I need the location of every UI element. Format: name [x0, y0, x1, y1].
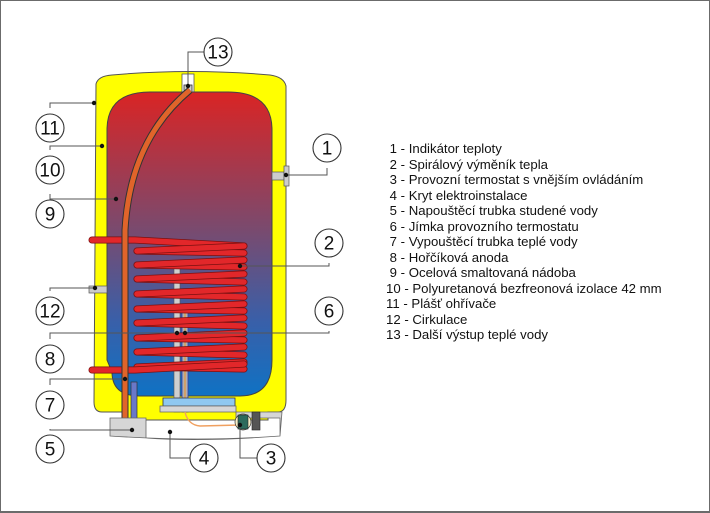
callout-number: 13 [207, 43, 228, 64]
callout-number: 6 [324, 302, 335, 323]
coil-segment [89, 361, 247, 373]
leader-line [49, 429, 132, 431]
coil-segment [134, 315, 247, 326]
callout-1: 1 [283, 133, 342, 178]
callout-circle [35, 296, 65, 326]
leader-line [169, 432, 190, 459]
leader-line [49, 102, 94, 108]
callout-number: 10 [39, 161, 60, 182]
callout-13: 13 [185, 37, 233, 89]
callout-circle [35, 434, 65, 464]
callout-number: 3 [266, 449, 277, 470]
coil-segment [134, 330, 247, 341]
circulation-port [88, 285, 108, 294]
callout-4: 4 [167, 429, 219, 473]
leader-line [49, 378, 125, 385]
callout-number: 9 [45, 205, 56, 226]
leader-dot [237, 422, 243, 428]
callout-number: 2 [324, 234, 335, 255]
coil-segment [134, 257, 247, 268]
callout-7: 7 [35, 376, 128, 420]
thermostat-body [237, 414, 249, 430]
coil-segment [134, 243, 247, 254]
coil-segment [134, 344, 247, 355]
callout-circle [203, 37, 233, 67]
callout-number: 12 [39, 302, 60, 323]
callout-number: 5 [45, 440, 56, 461]
coil-segment [134, 301, 247, 312]
legend-item: 12 - Cirkulace [386, 311, 468, 327]
leader-dot [129, 427, 135, 433]
coil-segment [134, 271, 247, 282]
legend-item: 3 - Provozní termostat s vnějším ovládán… [386, 172, 644, 187]
leader-dot [99, 143, 105, 149]
callout-circle [312, 133, 342, 163]
coil-segment [89, 237, 247, 249]
coil-segment [134, 286, 247, 297]
callout-number: 7 [45, 396, 56, 417]
legend-item: 7 - Vypouštěcí trubka teplé vody [386, 234, 578, 249]
leader-dot [237, 263, 243, 269]
callout-circle [35, 199, 65, 229]
callout-number: 4 [199, 449, 210, 470]
callout-10: 10 [35, 143, 105, 185]
callout-circle [35, 390, 65, 420]
leader-dot [91, 100, 97, 106]
temperature-indicator [271, 171, 285, 181]
legend-item: 8 - Hořčíková anoda [386, 249, 509, 265]
legend-item: 13 - Další výstup teplé vody [386, 327, 548, 342]
leader-dot [167, 429, 173, 435]
thermostat-wire [184, 411, 241, 427]
legend-item: 9 - Ocelová smaltovaná nádoba [386, 265, 576, 280]
leader-line [240, 263, 330, 267]
spiral-heat-exchanger [88, 236, 248, 374]
hot-water-pipe-fill [122, 88, 192, 436]
legend-item: 2 - Spirálový výměník tepla [386, 156, 548, 172]
callout-3: 3 [237, 422, 286, 473]
callout-circle [35, 155, 65, 185]
legend-item: 5 - Napouštěcí trubka studené vody [386, 203, 598, 218]
callout-11: 11 [35, 100, 97, 143]
callout-circle [314, 228, 344, 258]
legend-item: 1 - Indikátor teploty [386, 141, 502, 156]
leader-line [286, 168, 328, 176]
electrical-cover [109, 405, 283, 440]
leader-dot [113, 196, 119, 202]
leader-line [187, 51, 204, 86]
callout-6: 6 [182, 296, 344, 336]
callout-2: 2 [237, 228, 344, 269]
legend-item: 4 - Kryt elektroinstalace [386, 187, 528, 203]
callout-circle [314, 296, 344, 326]
leader-line [185, 331, 330, 334]
callout-5: 5 [35, 427, 135, 464]
legend: 1 - Indikátor teploty 2 - Spirálový výmě… [386, 141, 662, 343]
callout-number: 11 [40, 119, 60, 140]
leader-line [49, 332, 177, 339]
callout-number: 8 [45, 350, 56, 371]
callout-circle [256, 443, 286, 473]
leader-dot [283, 172, 289, 178]
leader-dot [185, 83, 191, 89]
leader-line [49, 145, 102, 150]
legend-item: 10 - Polyuretanová bezfreonová izolace 4… [386, 280, 662, 296]
callout-number: 1 [322, 139, 333, 160]
callout-9: 9 [35, 194, 119, 229]
leader-dot [92, 285, 98, 291]
leader-dot [174, 330, 180, 336]
leader-dot [122, 376, 128, 382]
callout-circle [189, 443, 219, 473]
leader-line [49, 194, 116, 200]
legend-item: 11 - Plášť ohřívače [386, 296, 497, 311]
callout-circle [35, 344, 65, 374]
callout-12: 12 [35, 285, 98, 326]
leader-line [239, 425, 257, 459]
callout-8: 8 [35, 330, 180, 374]
bottom-flange [162, 397, 236, 407]
callout-circle [35, 113, 65, 143]
thermostat-knob [251, 411, 261, 431]
legend-item: 6 - Jímka provozního termostatu [386, 218, 579, 234]
leader-dot [182, 330, 188, 336]
leader-line [49, 287, 95, 291]
